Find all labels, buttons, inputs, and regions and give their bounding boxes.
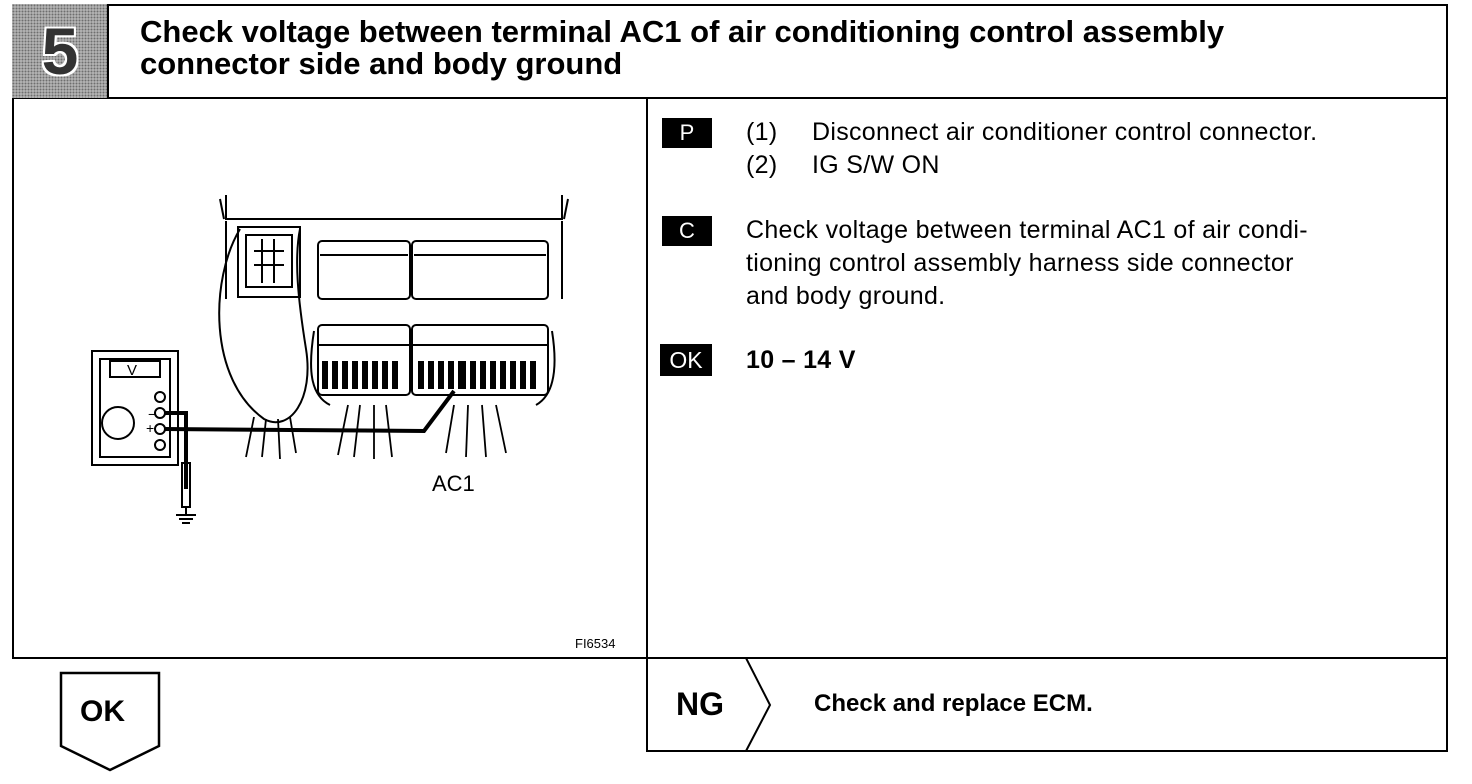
ng-box-bottom bbox=[646, 750, 1448, 752]
connector-oval bbox=[218, 228, 309, 424]
ecu-socket-left bbox=[317, 240, 411, 300]
prep-step-2-text: IG S/W ON bbox=[812, 151, 940, 179]
figure-id: FI6534 bbox=[575, 636, 616, 651]
terminal-label-ac1: AC1 bbox=[432, 471, 475, 496]
multimeter-body bbox=[91, 350, 179, 466]
check-line-2: tioning control assembly harness side co… bbox=[746, 249, 1294, 277]
multimeter-minus: − bbox=[148, 406, 156, 422]
ng-chevron bbox=[745, 658, 772, 752]
ecu-socket-right bbox=[411, 240, 549, 300]
ecu-housing bbox=[225, 195, 563, 220]
prep-step-1-num: (1) bbox=[746, 118, 778, 146]
ng-box-right bbox=[1446, 657, 1448, 752]
title-line-1: Check voltage between terminal AC1 of ai… bbox=[140, 14, 1225, 49]
ng-result-label: NG bbox=[676, 686, 724, 722]
ng-result-action: Check and replace ECM. bbox=[814, 690, 1093, 717]
step-box-divider bbox=[107, 4, 109, 98]
ecu-small-connector bbox=[237, 226, 301, 298]
probe-lead-positive bbox=[163, 389, 456, 434]
frame-right bbox=[1446, 4, 1448, 659]
ok-result-label: OK bbox=[80, 695, 125, 728]
check-line-1: Check voltage between terminal AC1 of ai… bbox=[746, 216, 1308, 244]
column-divider bbox=[646, 98, 648, 752]
prep-tag: P bbox=[662, 118, 712, 148]
ok-spec-tag: OK bbox=[660, 344, 712, 376]
wiring-illustration: V − + AC1 bbox=[91, 195, 569, 524]
check-tag: C bbox=[662, 216, 712, 246]
prep-step-1-text: Disconnect air conditioner control conne… bbox=[812, 118, 1318, 146]
frame-top bbox=[12, 4, 1448, 6]
frame-left bbox=[12, 4, 14, 659]
check-line-3: and body ground. bbox=[746, 282, 946, 310]
header-divider bbox=[12, 97, 1448, 99]
page-title: Check voltage between terminal AC1 of ai… bbox=[140, 16, 1430, 80]
ok-result-arrow bbox=[59, 671, 161, 772]
title-line-2: connector side and body ground bbox=[140, 46, 623, 81]
ok-spec-value: 10 – 14 V bbox=[746, 346, 856, 374]
bottom-divider bbox=[12, 657, 1448, 659]
step-number-box: 5 bbox=[12, 4, 108, 98]
multimeter-display bbox=[109, 360, 161, 378]
multimeter-dial bbox=[101, 406, 135, 440]
multimeter-label: V bbox=[127, 362, 137, 379]
harness-connector-left bbox=[317, 324, 411, 396]
step-number: 5 bbox=[41, 14, 79, 88]
multimeter-plus: + bbox=[146, 420, 154, 436]
harness-connector-right bbox=[411, 324, 549, 396]
prep-step-2-num: (2) bbox=[746, 151, 778, 179]
